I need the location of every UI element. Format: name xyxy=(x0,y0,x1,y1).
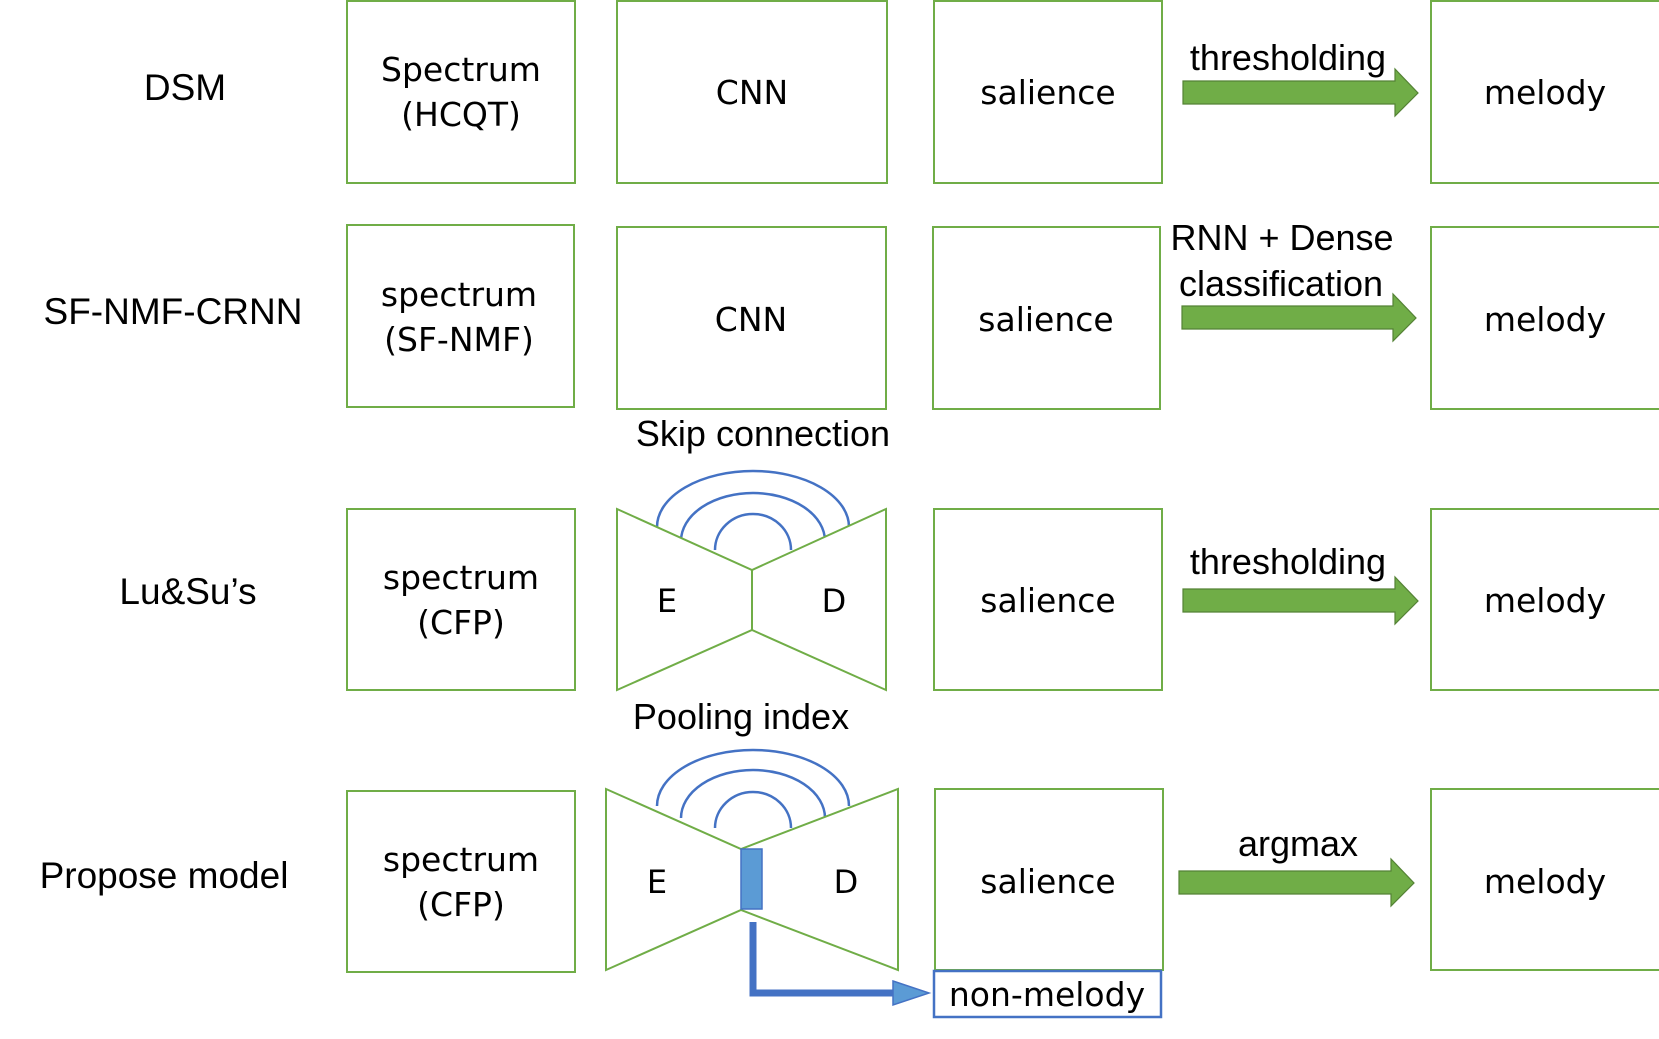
arrow-label-line2: classification xyxy=(1179,263,1383,304)
salience-box-lu-su: salience xyxy=(933,508,1163,691)
row-lu-su: Lu&Su’s spectrum (CFP) Skip connection E… xyxy=(119,413,1659,692)
row-propose-model: Propose model spectrum (CFP) Pooling ind… xyxy=(40,696,1659,1019)
right-arrow-icon xyxy=(1178,857,1415,908)
input-box-line2: (CFP) xyxy=(417,603,505,642)
row-dsm: DSM Spectrum (HCQT) CNN salience thresho… xyxy=(144,0,1659,184)
right-arrow-icon xyxy=(1182,67,1419,118)
right-arrow-icon xyxy=(1182,575,1419,626)
input-box-sf-nmf-crnn: spectrum (SF-NMF) xyxy=(346,224,575,408)
input-box-line1: spectrum xyxy=(383,558,539,597)
encoder-decoder-propose-model: E D xyxy=(605,748,932,1007)
cnn-box-dsm: CNN xyxy=(616,0,888,184)
arrow-lu-su: thresholding xyxy=(1182,541,1419,626)
right-arrow-icon xyxy=(1181,292,1417,343)
right-arrow-icon xyxy=(892,979,932,1007)
bottleneck-bar xyxy=(740,848,763,910)
decoder-label: D xyxy=(834,863,859,901)
encoder-label: E xyxy=(657,582,677,620)
input-box-line2: (SF-NMF) xyxy=(384,320,534,359)
arrow-label: thresholding xyxy=(1190,541,1386,582)
salience-box-propose-model: salience xyxy=(934,788,1164,971)
input-box-line1: spectrum xyxy=(383,840,539,879)
melody-box-sf-nmf-crnn: melody xyxy=(1430,226,1659,410)
arrow-propose-model: argmax xyxy=(1178,823,1415,908)
salience-label: salience xyxy=(978,300,1113,339)
row-sf-nmf-crnn: SF-NMF-CRNN spectrum (SF-NMF) CNN salien… xyxy=(44,217,1659,410)
non-melody-box: non-melody xyxy=(932,969,1163,1019)
melody-box-propose-model: melody xyxy=(1430,788,1659,971)
input-box-lu-su: spectrum (CFP) xyxy=(346,508,576,691)
salience-box-sf-nmf-crnn: salience xyxy=(932,226,1161,410)
input-box-line2: (CFP) xyxy=(417,885,505,924)
encoder-label: E xyxy=(647,863,667,901)
input-box-line1: Spectrum xyxy=(381,50,541,89)
melody-box-lu-su: melody xyxy=(1430,508,1659,691)
input-box-line2: (HCQT) xyxy=(401,95,521,134)
cnn-label: CNN xyxy=(715,300,787,339)
row-label-propose-model: Propose model xyxy=(40,855,289,896)
non-melody-label: non-melody xyxy=(949,975,1145,1014)
skip-connection-label: Skip connection xyxy=(636,413,890,454)
salience-label: salience xyxy=(980,73,1115,112)
row-label-lu-su: Lu&Su’s xyxy=(119,571,256,612)
cnn-box-sf-nmf-crnn: CNN xyxy=(616,226,887,410)
arrow-label: argmax xyxy=(1238,823,1358,864)
arrow-dsm: thresholding xyxy=(1182,37,1419,118)
melody-label: melody xyxy=(1484,73,1606,112)
row-label-sf-nmf-crnn: SF-NMF-CRNN xyxy=(44,291,303,332)
salience-box-dsm: salience xyxy=(933,0,1163,184)
arrow-sf-nmf-crnn: RNN + Dense classification xyxy=(1170,217,1417,343)
cnn-label: CNN xyxy=(716,73,788,112)
salience-label: salience xyxy=(980,862,1115,901)
melody-box-dsm: melody xyxy=(1430,0,1659,184)
non-melody-branch-arrow xyxy=(749,922,932,1007)
arrow-label: thresholding xyxy=(1190,37,1386,78)
encoder-decoder-lu-su: E D xyxy=(616,469,887,692)
input-box-dsm: Spectrum (HCQT) xyxy=(346,0,576,184)
melody-label: melody xyxy=(1484,300,1606,339)
pooling-index-arcs xyxy=(655,748,851,829)
pooling-index-label: Pooling index xyxy=(633,696,849,737)
melody-label: melody xyxy=(1484,862,1606,901)
input-box-line1: spectrum xyxy=(381,275,537,314)
salience-label: salience xyxy=(980,581,1115,620)
arrow-label-line1: RNN + Dense xyxy=(1170,217,1393,258)
skip-connection-arcs xyxy=(655,469,851,551)
row-label-dsm: DSM xyxy=(144,67,226,108)
input-box-propose-model: spectrum (CFP) xyxy=(346,790,576,973)
melody-label: melody xyxy=(1484,581,1606,620)
decoder-label: D xyxy=(822,582,847,620)
